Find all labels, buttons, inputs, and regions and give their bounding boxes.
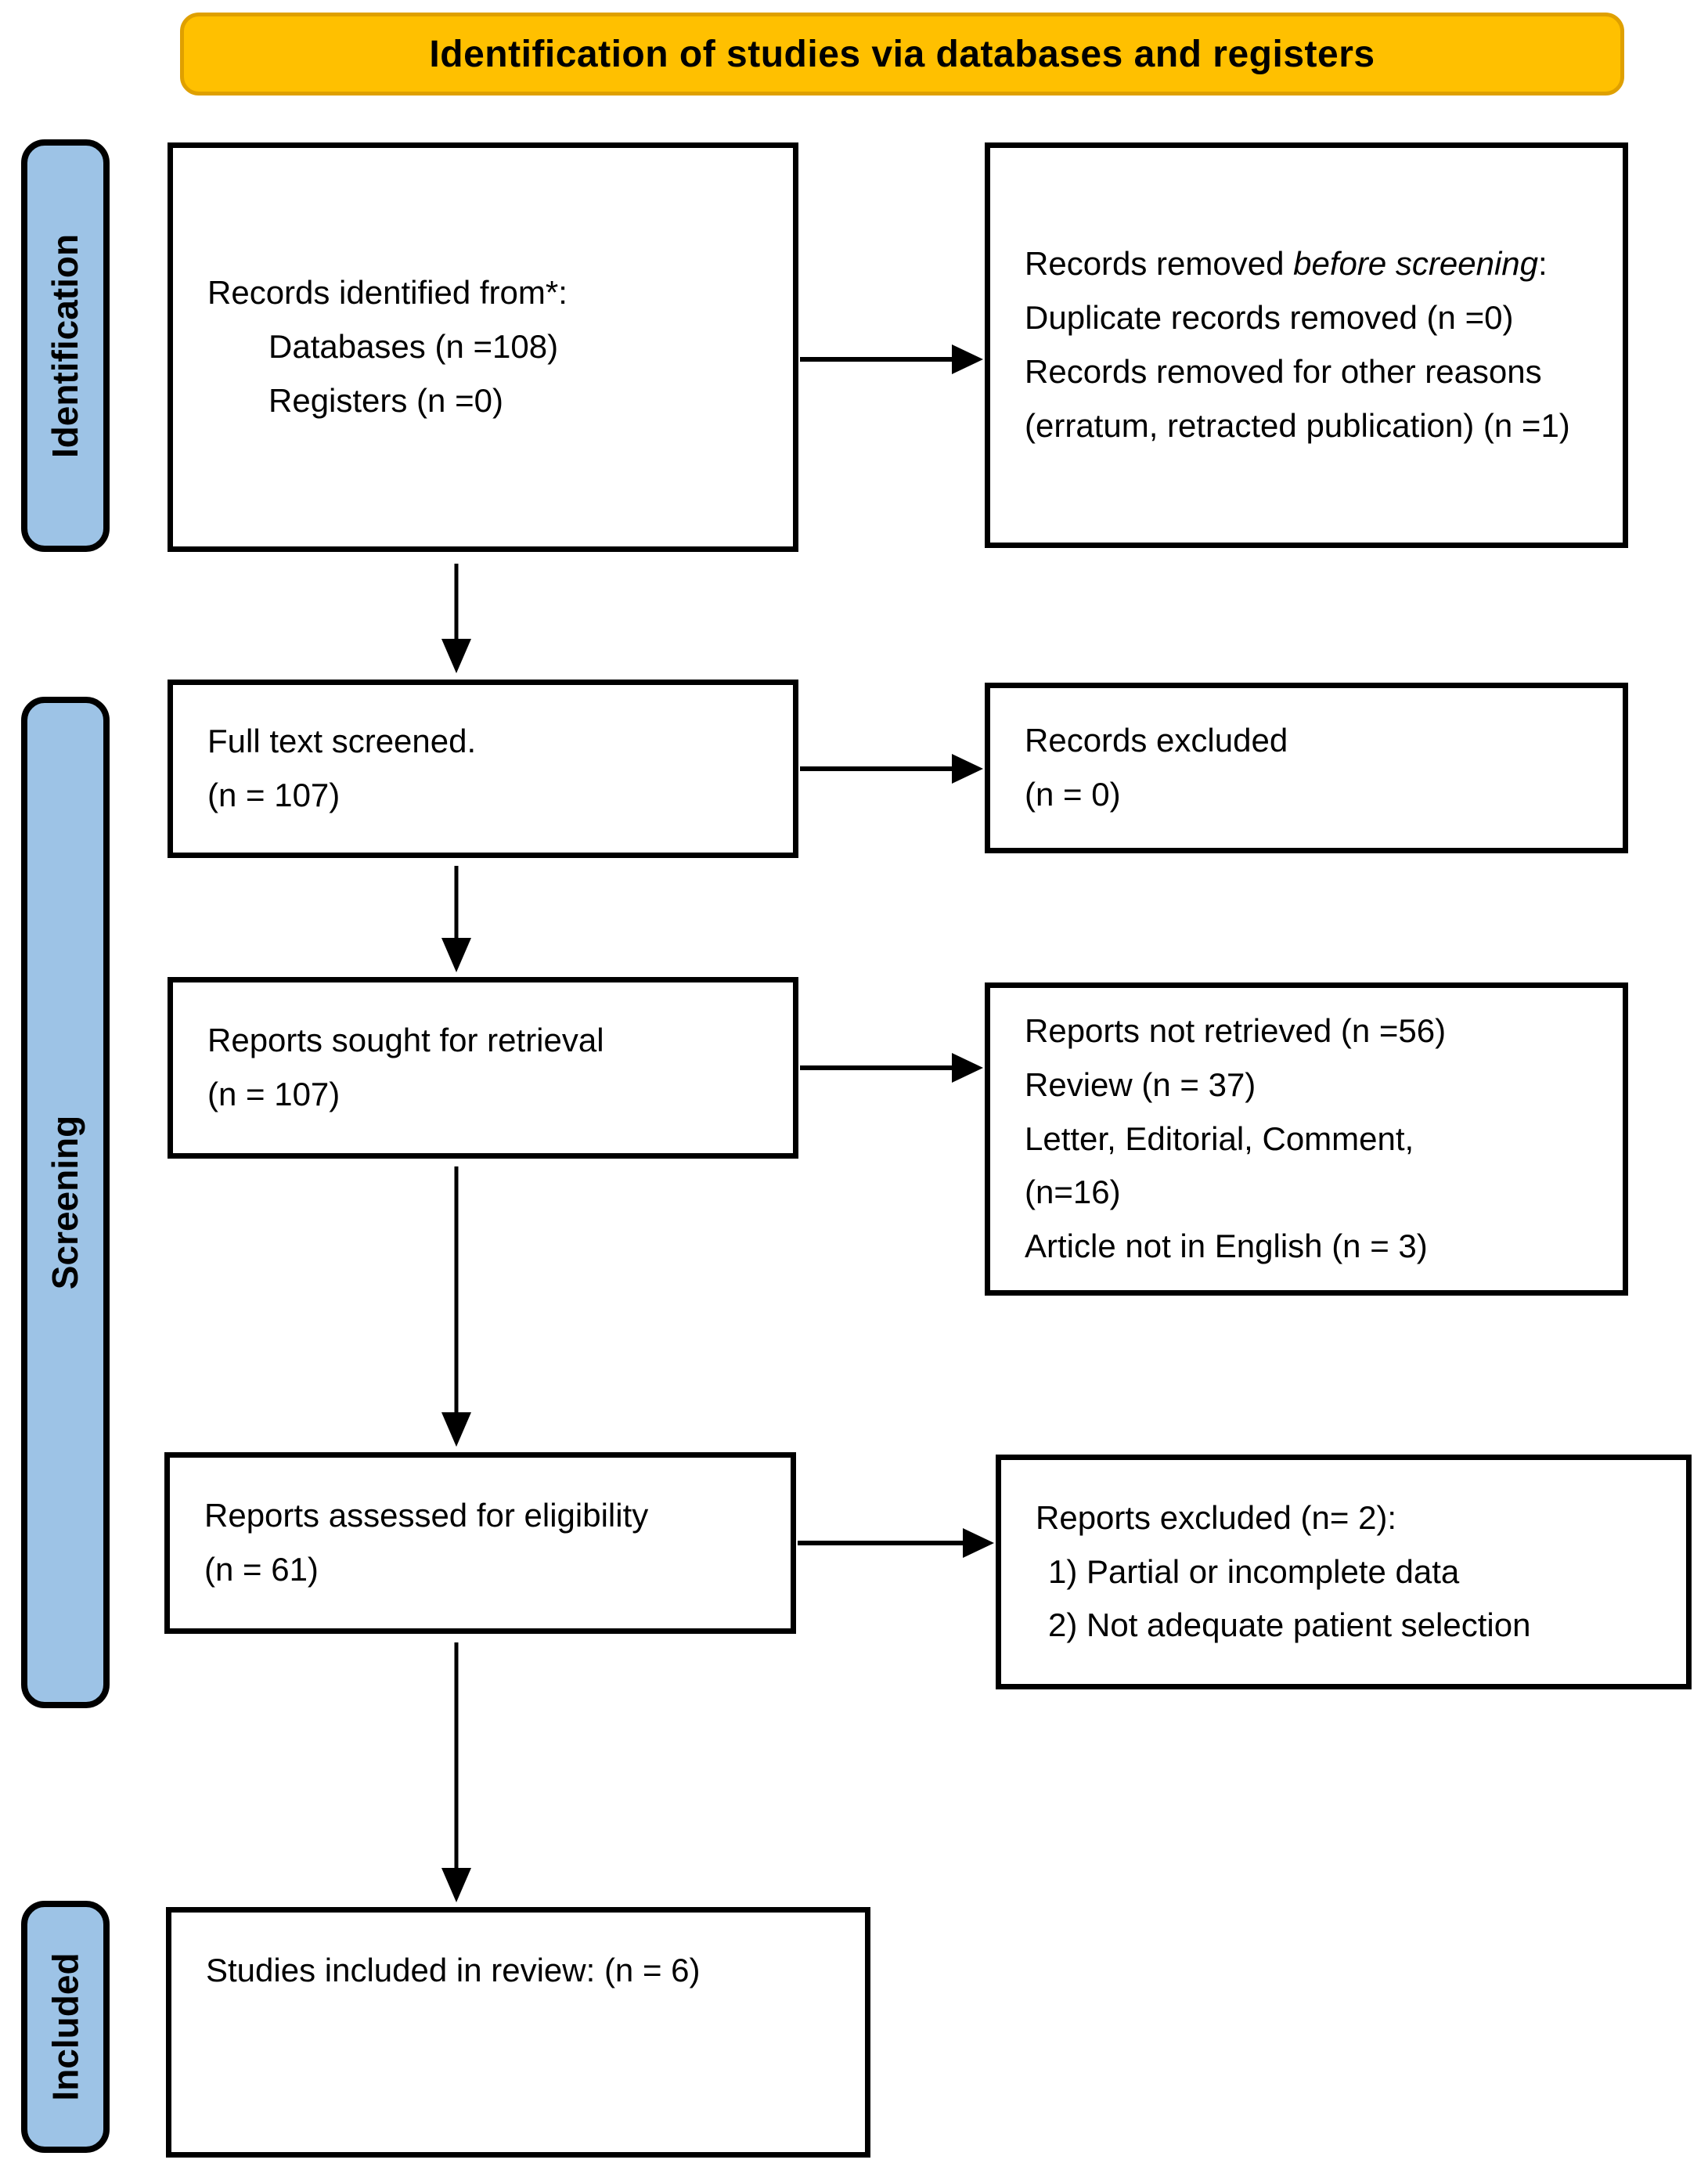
arrow-screened-to-excluded [800,754,983,784]
box-records-identified: Records identified from*: Databases (n =… [168,142,798,552]
stage-label-identification: Identification [21,139,110,552]
stage-label-included: Included [21,1901,110,2153]
box-line: Article not in English (n = 3) [1025,1228,1428,1265]
box-line-segment: : [1538,245,1548,283]
box-line-italic-segment: before screening [1293,245,1539,283]
arrow-assessed-to-reports-excluded [798,1528,994,1558]
stage-label-text: Identification [45,233,86,458]
stage-label-screening: Screening [21,697,110,1708]
box-line: (n=16) [1025,1174,1121,1211]
box-reports-sought: Reports sought for retrieval (n = 107) [168,977,798,1159]
box-line: Duplicate records removed (n =0) [1025,299,1514,337]
arrow-assessed-to-included [441,1642,471,1902]
box-line: 2) Not adequate patient selection [1048,1606,1531,1644]
box-line: 1) Partial or incomplete data [1048,1552,1460,1590]
box-reports-not-retrieved: Reports not retrieved (n =56) Review (n … [985,982,1628,1296]
arrow-sought-to-assessed [441,1166,471,1447]
box-line: Reports assessed for eligibility [204,1497,649,1534]
arrow-identified-to-screened [441,564,471,673]
box-line: Records removed before screening: [1025,237,1602,291]
box-line: (n = 0) [1025,776,1121,813]
box-line: (n = 107) [207,777,341,813]
title-banner: Identification of studies via databases … [180,13,1624,96]
arrow-identified-to-removed [800,344,983,374]
box-reports-excluded: Reports excluded (n= 2): 1) Partial or i… [996,1455,1692,1689]
box-line: Databases (n =108) [268,328,559,366]
diagram-title: Identification of studies via databases … [429,33,1375,75]
arrow-sought-to-not-retrieved [800,1053,983,1083]
box-line: (n = 107) [207,1076,341,1112]
box-records-removed: Records removed before screening: Duplic… [985,142,1628,548]
box-line: (n = 61) [204,1551,319,1588]
box-line: Registers (n =0) [268,381,503,419]
box-line: (erratum, retracted publication) (n =1) [1025,406,1570,444]
box-line: Records excluded [1025,722,1288,759]
box-line: Records identified from*: [207,274,568,312]
box-line: Full text screened. [207,723,477,760]
arrow-screened-to-sought [441,866,471,972]
box-line: Records removed for other reasons [1025,353,1542,390]
box-line: Letter, Editorial, Comment, [1025,1119,1414,1157]
stage-label-text: Screening [45,1115,86,1290]
stage-label-text: Included [45,1952,86,2101]
box-line: Studies included in review: (n = 6) [206,1952,701,1988]
box-line-segment: Records removed [1025,245,1294,283]
box-line: Reports sought for retrieval [207,1022,604,1059]
box-full-text-screened: Full text screened. (n = 107) [168,680,798,858]
box-line: Reports not retrieved (n =56) [1025,1011,1447,1049]
box-records-excluded: Records excluded (n = 0) [985,683,1628,853]
box-line: Review (n = 37) [1025,1065,1256,1103]
box-reports-assessed: Reports assessed for eligibility (n = 61… [164,1452,796,1634]
box-line: Reports excluded (n= 2): [1036,1498,1397,1536]
box-studies-included: Studies included in review: (n = 6) [166,1907,870,2158]
